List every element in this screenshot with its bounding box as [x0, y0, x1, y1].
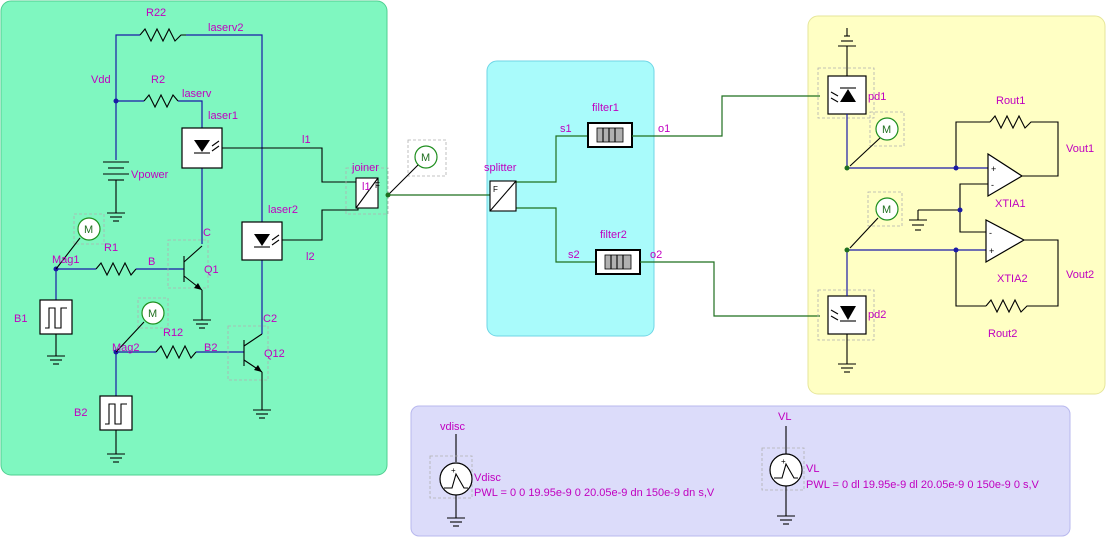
- meter-pd1[interactable]: M: [849, 111, 905, 167]
- rout2-resistor[interactable]: [985, 298, 1032, 314]
- label-s1: s1: [560, 123, 572, 135]
- label-laser2: laser2: [268, 204, 298, 216]
- q1-transistor[interactable]: [167, 239, 212, 329]
- label-laserv: laserv: [182, 88, 212, 100]
- filter2-block[interactable]: [595, 249, 641, 275]
- svg-text:+: +: [781, 457, 786, 466]
- b2-pulse-source[interactable]: [99, 395, 133, 463]
- xtia1-opamp[interactable]: + -: [987, 152, 1024, 198]
- pd1-node: [844, 165, 850, 171]
- label-xtia1: XTIA1: [995, 198, 1026, 210]
- svg-text:-: -: [989, 228, 992, 238]
- label-c2: C2: [263, 313, 277, 325]
- b1-pulse-source[interactable]: [39, 299, 73, 365]
- label-b2-net: B2: [204, 342, 217, 354]
- meter-pd2-symbol: M: [882, 204, 891, 216]
- label-r12: R12: [163, 327, 183, 339]
- joiner-block[interactable]: [345, 167, 389, 215]
- label-vout1: Vout1: [1066, 143, 1094, 155]
- label-vdisc-pwl: PWL = 0 0 19.95e-9 0 20.05e-9 dn 150e-9 …: [474, 487, 715, 499]
- meter-pd1-symbol: M: [882, 124, 891, 136]
- meter-joiner-symbol: M: [421, 152, 430, 164]
- laser2-block[interactable]: [241, 221, 283, 261]
- label-b2: B2: [74, 407, 87, 419]
- label-q12: Q12: [264, 348, 285, 360]
- tia2-in-node: [953, 247, 959, 253]
- svg-text:+: +: [451, 466, 456, 475]
- label-pd1: pd1: [868, 91, 886, 103]
- r22-resistor[interactable]: [139, 27, 186, 43]
- label-rout2: Rout2: [988, 328, 1017, 340]
- pd2-photodiode[interactable]: [817, 289, 875, 373]
- svg-text:+: +: [991, 164, 996, 174]
- label-mag1: Mag1: [52, 254, 80, 266]
- label-r2: R2: [151, 74, 165, 86]
- vpower-battery[interactable]: [103, 161, 129, 222]
- xtia2-opamp[interactable]: - +: [985, 219, 1026, 264]
- label-o1: o1: [658, 123, 670, 135]
- label-joiner-port-f: F: [375, 181, 380, 190]
- tia-ref-node: [957, 207, 963, 213]
- vdd-node: [113, 98, 119, 104]
- label-vout2: Vout2: [1066, 269, 1094, 281]
- meter-mag1[interactable]: M: [55, 213, 105, 270]
- label-b: B: [148, 256, 155, 268]
- vdisc-source[interactable]: +: [429, 434, 473, 527]
- joiner-out-node: [385, 192, 391, 198]
- meter-mag1-symbol: M: [84, 224, 93, 236]
- receiver-region[interactable]: [807, 15, 1106, 395]
- label-laser1: laser1: [208, 110, 238, 122]
- rout1-resistor[interactable]: [989, 114, 1036, 130]
- label-s2: s2: [568, 249, 580, 261]
- r12-resistor[interactable]: [155, 344, 197, 360]
- label-pd2: pd2: [868, 309, 886, 321]
- label-vdd: Vdd: [91, 74, 111, 86]
- label-vl-pwl: PWL = 0 dl 19.95e-9 dl 20.05e-9 0 150e-9…: [806, 479, 1040, 491]
- vl-source[interactable]: +: [761, 426, 805, 525]
- r1-resistor[interactable]: [95, 261, 137, 277]
- label-mag2: Mag2: [112, 342, 140, 354]
- pd2-node: [844, 247, 850, 253]
- transmitter-region[interactable]: [0, 0, 388, 476]
- label-vl-name: VL: [806, 463, 819, 475]
- meter-joiner[interactable]: M: [387, 139, 447, 196]
- laser1-block[interactable]: [181, 127, 223, 169]
- sources-region[interactable]: [410, 405, 1071, 537]
- meter-pd2[interactable]: M: [849, 191, 903, 249]
- label-rout1: Rout1: [996, 95, 1025, 107]
- label-filter1: filter1: [592, 102, 619, 114]
- filter1-block[interactable]: [587, 122, 633, 148]
- q12-transistor[interactable]: [227, 325, 272, 419]
- meter-mag2-symbol: M: [148, 308, 157, 320]
- svg-text:+: +: [989, 246, 994, 256]
- label-vl-net: VL: [778, 411, 791, 423]
- label-splitter: splitter: [484, 162, 517, 174]
- splitter-block[interactable]: F: [489, 180, 517, 212]
- svg-text:-: -: [991, 180, 994, 190]
- r2-resistor[interactable]: [143, 93, 179, 109]
- label-splitter-port-f: F: [493, 185, 498, 194]
- label-r1: R1: [104, 242, 118, 254]
- label-l2: l2: [306, 251, 315, 263]
- label-vdisc-name: Vdisc: [474, 472, 501, 484]
- label-xtia2: XTIA2: [997, 273, 1028, 285]
- label-q1: Q1: [204, 264, 219, 276]
- label-r22: R22: [146, 7, 166, 19]
- label-joiner: joiner: [351, 162, 379, 174]
- label-vdisc-net: vdisc: [440, 421, 466, 433]
- label-c: C: [203, 227, 211, 239]
- label-l1: l1: [302, 134, 311, 146]
- label-filter2: filter2: [600, 229, 627, 241]
- label-joiner-port-l1: l1: [362, 181, 371, 193]
- label-b1: B1: [14, 313, 27, 325]
- meter-mag2[interactable]: M: [115, 297, 169, 353]
- label-o2: o2: [650, 249, 662, 261]
- tia1-in-node: [953, 165, 959, 171]
- label-laserv2: laserv2: [208, 22, 243, 34]
- label-vpower: Vpower: [131, 169, 169, 181]
